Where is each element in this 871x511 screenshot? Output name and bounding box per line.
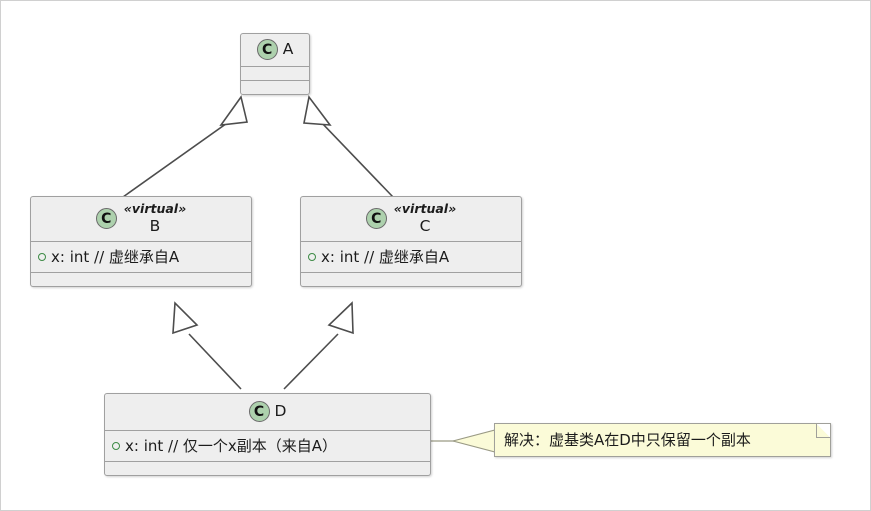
class-b-header: «virtual» B — [31, 197, 251, 241]
class-c-stereotype: «virtual» — [393, 201, 457, 216]
class-b-name: B — [149, 216, 161, 235]
note-solution-text: 解决：虚基类A在D中只保留一个副本 — [504, 431, 751, 449]
class-c-name: C — [419, 216, 431, 235]
class-a-operations-compartment — [241, 80, 309, 94]
uml-class-b[interactable]: «virtual» B x: int // 虚继承自A — [30, 196, 252, 288]
class-icon — [248, 401, 270, 422]
class-d-header: D — [105, 394, 430, 430]
class-b-attributes-compartment: x: int // 虚继承自A — [31, 241, 251, 272]
edge-d-to-c — [283, 301, 354, 390]
edge-d-to-note — [431, 429, 496, 453]
edge-c-to-a — [303, 95, 394, 198]
class-a-name: A — [282, 40, 294, 59]
class-icon — [256, 39, 278, 60]
class-d-attribute-x: x: int // 仅一个x副本（来自A） — [125, 437, 338, 455]
visibility-package-icon — [38, 252, 46, 261]
note-fold-corner-icon — [816, 424, 830, 438]
class-a-attributes-compartment — [241, 66, 309, 80]
uml-class-a[interactable]: A — [240, 33, 310, 95]
class-b-attribute-x: x: int // 虚继承自A — [51, 248, 180, 267]
class-d-name: D — [274, 402, 287, 421]
class-b-stereotype: «virtual» — [123, 201, 187, 216]
visibility-package-icon — [112, 441, 120, 450]
edge-d-to-b — [172, 301, 242, 390]
visibility-package-icon — [308, 252, 316, 261]
class-d-attributes-compartment: x: int // 仅一个x副本（来自A） — [105, 430, 430, 461]
class-c-header: «virtual» C — [301, 197, 521, 241]
class-a-header: A — [241, 34, 309, 66]
class-b-operations-compartment — [31, 272, 251, 286]
class-c-operations-compartment — [301, 272, 521, 286]
edge-b-to-a — [122, 95, 248, 198]
class-c-attributes-compartment: x: int // 虚继承自A — [301, 241, 521, 272]
uml-class-d[interactable]: D x: int // 仅一个x副本（来自A） — [104, 393, 431, 476]
class-d-operations-compartment — [105, 461, 430, 475]
class-icon — [95, 208, 117, 230]
uml-class-c[interactable]: «virtual» C x: int // 虚继承自A — [300, 196, 522, 288]
class-icon — [365, 208, 387, 230]
note-solution[interactable]: 解决：虚基类A在D中只保留一个副本 — [494, 423, 831, 457]
class-c-attribute-x: x: int // 虚继承自A — [321, 248, 450, 267]
